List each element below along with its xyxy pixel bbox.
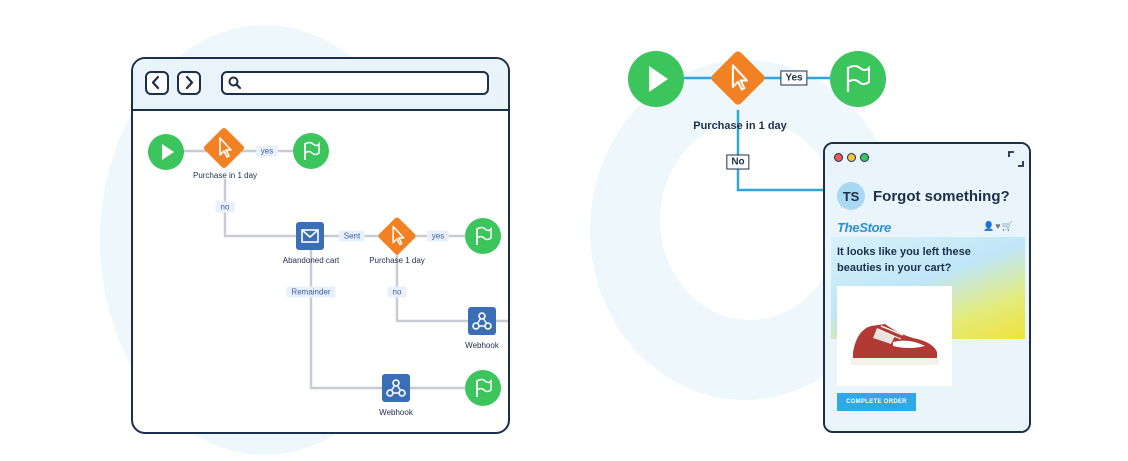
reminder-branch-label: Remainder (286, 286, 336, 298)
email-subject: Forgot something? (873, 188, 1010, 205)
email-headline: It looks like you left these beauties in… (837, 246, 971, 274)
webhook-icon (472, 312, 492, 330)
finish-node-1[interactable] (293, 133, 329, 169)
finish-node-3[interactable] (465, 370, 501, 406)
email-action-node[interactable] (296, 222, 324, 250)
back-icon (151, 75, 160, 90)
yes-branch-label-2: yes (426, 230, 450, 242)
avatar: TS (837, 182, 865, 210)
forward-icon (185, 75, 194, 90)
webhook-2-label: Webhook (379, 408, 413, 417)
cursor-icon (392, 225, 405, 246)
expand-icon[interactable] (1008, 151, 1024, 167)
sneaker-image (851, 324, 939, 365)
back-button[interactable] (145, 71, 169, 95)
flag-icon (476, 226, 492, 245)
right-condition-label: Purchase in 1 day (693, 120, 787, 132)
right-no-label: No (726, 154, 750, 170)
right-yes-label: Yes (780, 70, 808, 86)
search-input[interactable] (221, 71, 489, 95)
right-start-node[interactable] (628, 51, 684, 107)
email-window-bar (825, 144, 1029, 174)
webhook-node-2[interactable] (382, 374, 410, 402)
webhook-node-1[interactable] (468, 307, 496, 335)
condition-1-label: Purchase in 1 day (192, 171, 258, 180)
mail-icon (301, 229, 319, 243)
webhook-1-label: Webhook (465, 341, 499, 350)
browser-toolbar (133, 59, 508, 111)
flag-icon (476, 378, 492, 397)
play-icon (649, 66, 668, 92)
condition-2-label: Purchase 1 day (369, 256, 425, 265)
product-image[interactable] (837, 286, 952, 386)
flag-icon (304, 141, 320, 160)
minimize-dot[interactable] (847, 153, 856, 162)
cursor-icon (731, 64, 748, 91)
flag-icon (846, 65, 870, 92)
yes-branch-label: yes (255, 145, 279, 157)
search-icon (228, 76, 242, 90)
close-dot[interactable] (834, 153, 843, 162)
sent-branch-label: Sent (338, 230, 366, 242)
forward-button[interactable] (177, 71, 201, 95)
maximize-dot[interactable] (860, 153, 869, 162)
cursor-icon (219, 137, 232, 158)
right-finish-node[interactable] (830, 51, 886, 107)
play-icon (162, 144, 174, 160)
start-node[interactable] (148, 134, 184, 170)
no-branch-label-2: no (387, 286, 407, 298)
background-blob-right-inner (660, 120, 840, 320)
browser-window: Purchase in 1 day yes no Abandoned cart … (131, 57, 510, 434)
email-preview: TS Forgot something? TheStore 👤♥🛒 It loo… (823, 142, 1031, 433)
store-logo: TheStore (837, 220, 891, 235)
store-nav-icons[interactable]: 👤♥🛒 (983, 221, 1014, 231)
webhook-icon (386, 379, 406, 397)
complete-order-button[interactable]: COMPLETE ORDER (837, 393, 916, 411)
no-branch-label: no (215, 201, 235, 213)
email-action-label: Abandoned cart (282, 256, 340, 265)
finish-node-2[interactable] (465, 218, 501, 254)
